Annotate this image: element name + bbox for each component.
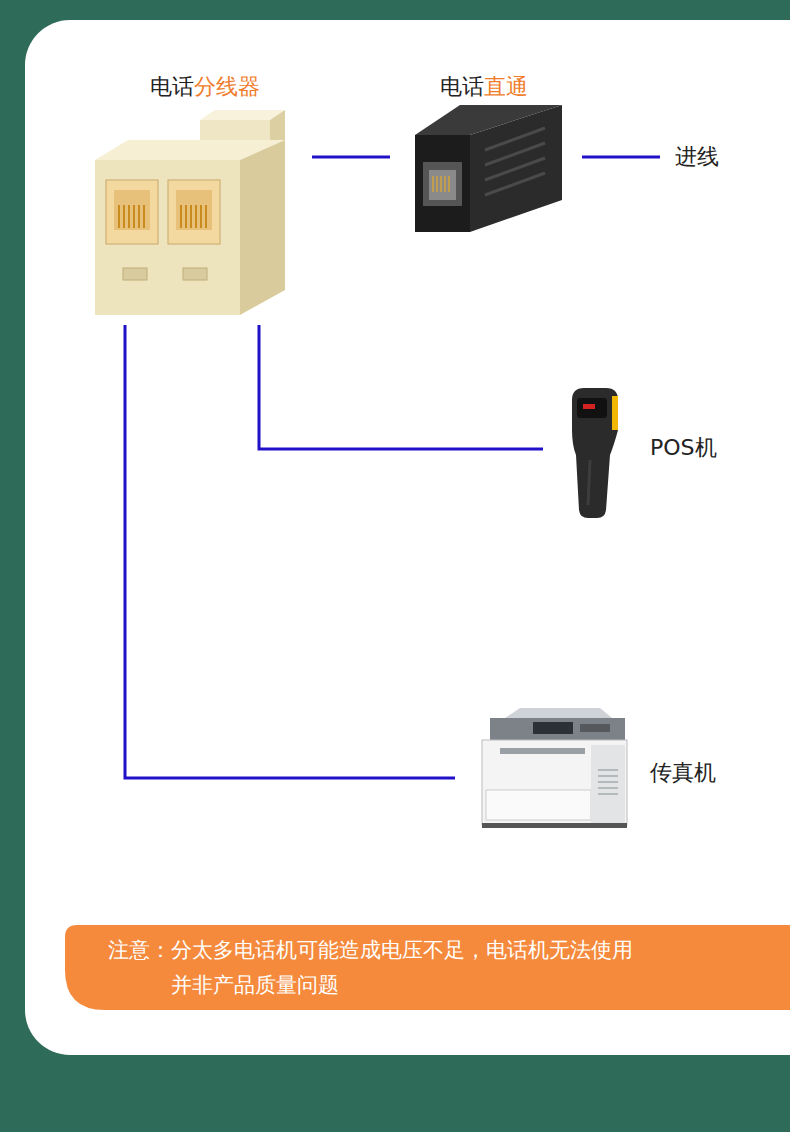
device-node: POS机 xyxy=(543,385,733,520)
wire xyxy=(259,325,543,449)
pos-screen xyxy=(577,398,607,418)
note-text: 注意：分太多电话机可能造成电压不足，电话机无法使用 并非产品质量问题 xyxy=(108,933,790,1003)
fax-base xyxy=(482,823,627,828)
jack-inner xyxy=(176,190,212,230)
fax-side xyxy=(591,745,625,823)
fax-slot xyxy=(500,748,585,754)
jack xyxy=(106,180,158,244)
device-label: 进线 xyxy=(675,144,719,170)
device-label: 电话分线器 xyxy=(150,74,260,100)
fax-illustration xyxy=(482,708,627,828)
slot xyxy=(123,268,147,280)
coupler-jack xyxy=(423,162,462,206)
splitter-side xyxy=(240,140,285,315)
pos-strip xyxy=(612,396,618,430)
coupler-side xyxy=(470,105,562,232)
fax-drawer xyxy=(486,790,591,820)
device-label: 传真机 xyxy=(650,760,716,786)
device-node: 电话分线器 xyxy=(90,70,312,325)
pos-illustration xyxy=(572,388,618,518)
jack-pins xyxy=(181,205,206,228)
fax-buttons xyxy=(580,724,610,732)
white-panel xyxy=(25,20,790,1055)
label-part: 电话 xyxy=(150,74,194,99)
device-node: 进线 xyxy=(660,140,730,174)
splitter-step-side xyxy=(270,110,285,140)
wire xyxy=(125,325,455,778)
coupler-front xyxy=(415,135,470,232)
splitter-front xyxy=(95,160,240,315)
fax-body xyxy=(482,740,627,825)
jack xyxy=(168,180,220,244)
coupler-stripes xyxy=(485,128,545,195)
wire xyxy=(582,156,660,159)
device-node: 电话直通 xyxy=(390,70,582,240)
fax-feeder xyxy=(505,708,612,718)
pos-body xyxy=(572,388,618,518)
fax-top xyxy=(490,718,625,740)
coupler-jack-inner xyxy=(429,170,456,200)
wire xyxy=(312,156,390,159)
device-label: POS机 xyxy=(650,435,717,461)
device-label: 电话直通 xyxy=(440,74,528,100)
splitter-step xyxy=(200,120,270,140)
label-part: 电话 xyxy=(440,74,484,99)
device-node: 传真机 xyxy=(455,700,730,835)
slot xyxy=(183,268,207,280)
coupler-illustration xyxy=(415,105,562,232)
coupler-pins xyxy=(433,176,449,192)
pos-grip xyxy=(588,460,590,505)
fax-vent xyxy=(598,770,618,794)
label-accent: 直通 xyxy=(484,74,528,99)
jack-pins xyxy=(119,205,144,228)
note-banner xyxy=(65,925,790,1010)
pos-light xyxy=(583,404,595,409)
splitter-illustration xyxy=(95,110,285,315)
label-accent: 分线器 xyxy=(194,74,260,99)
fax-display xyxy=(533,722,573,734)
jack-inner xyxy=(114,190,150,230)
